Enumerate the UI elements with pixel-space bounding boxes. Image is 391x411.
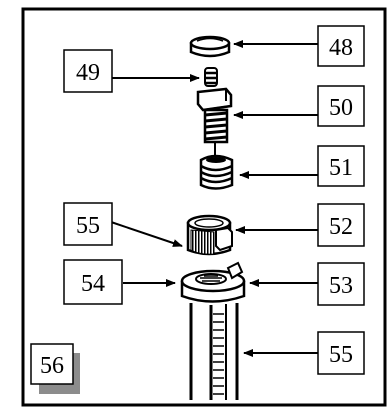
svg-text:49: 49 — [76, 60, 100, 86]
callout-55-left: 55 — [63, 202, 113, 246]
svg-text:48: 48 — [329, 35, 353, 61]
part-53-collar-ring — [180, 261, 246, 303]
svg-text:53: 53 — [329, 273, 353, 299]
callout-49: 49 — [63, 49, 113, 93]
svg-text:50: 50 — [329, 95, 353, 121]
leader-55-left — [110, 221, 183, 247]
part-49-small-spring — [204, 67, 218, 87]
part-52-knurled-nut — [186, 214, 233, 256]
svg-text:54: 54 — [81, 271, 105, 297]
callout-53: 53 — [317, 262, 365, 306]
part-50-valve-body — [196, 87, 233, 155]
part-48-cap — [189, 35, 231, 58]
callout-50: 50 — [317, 85, 365, 127]
outer-frame — [21, 7, 387, 407]
part-51-coil-spring — [199, 154, 234, 190]
part-55-tube — [189, 303, 239, 400]
svg-text:56: 56 — [40, 353, 64, 379]
callout-48: 48 — [317, 25, 365, 67]
callout-51: 51 — [317, 145, 365, 187]
callout-56: 56 — [30, 343, 80, 394]
svg-text:51: 51 — [329, 155, 353, 181]
svg-text:55: 55 — [76, 213, 100, 239]
leader-arrows — [110, 40, 318, 357]
callout-54: 54 — [63, 259, 123, 305]
svg-text:52: 52 — [329, 214, 353, 240]
callout-52: 52 — [317, 203, 365, 247]
callout-55-right: 55 — [317, 331, 365, 375]
svg-text:55: 55 — [329, 342, 353, 368]
